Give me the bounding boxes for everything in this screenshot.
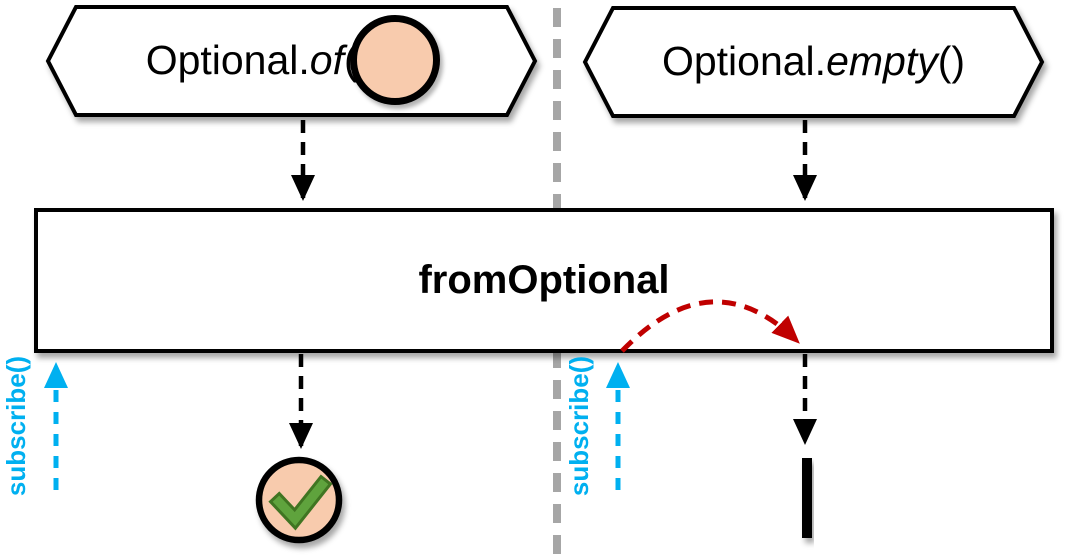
operator-label: fromOptional — [418, 258, 670, 302]
subscribe-label-right: subscribe() — [564, 355, 594, 497]
source-left-method: of — [309, 36, 344, 83]
result-marble — [255, 456, 343, 544]
source-label-right: Optional.empty() — [585, 7, 1042, 115]
subscribe-label-left: subscribe() — [1, 355, 31, 497]
value-marble-arg-icon — [349, 15, 440, 105]
operator-box — [34, 208, 1054, 353]
complete-bar-icon — [802, 458, 812, 538]
source-right-parens: () — [937, 37, 966, 84]
resubscribe-arc-arrow — [620, 299, 800, 353]
checkmark-icon — [272, 478, 329, 526]
source-right-method: empty — [826, 37, 938, 84]
source-left-prefix: Optional. — [145, 36, 310, 83]
source-label-left: Optional.of() — [48, 6, 535, 114]
source-right-prefix: Optional. — [661, 37, 827, 84]
source-hexagon-right — [582, 6, 1045, 118]
